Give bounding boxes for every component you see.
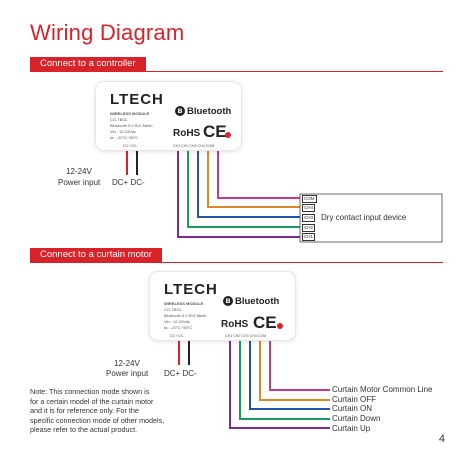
module-line2: CG-TBGL bbox=[110, 117, 128, 122]
section1-divider bbox=[30, 71, 443, 72]
section2-banner: Connect to a curtain motor bbox=[30, 248, 162, 262]
note-line: Note: This connection mode shown is bbox=[30, 387, 150, 396]
ce-mark: CE bbox=[253, 313, 277, 332]
ch1-wire-2 bbox=[229, 340, 330, 429]
curtain-on-label: Curtain ON bbox=[332, 404, 373, 413]
voltage-label-1: 12-24V bbox=[66, 167, 92, 176]
bluetooth-icon: ʙ bbox=[223, 296, 233, 306]
bluetooth-icon: ʙ bbox=[175, 106, 185, 116]
dry-contact-device-box bbox=[299, 193, 443, 243]
ch4-wire-2 bbox=[259, 340, 330, 401]
wireless-module-1: LTECH WIRELESS MODULE CG-TBGL Bluetooth … bbox=[96, 82, 241, 150]
section2-divider bbox=[30, 262, 443, 263]
voltage-label-2: 12-24V bbox=[114, 359, 140, 368]
module-line5: ta : -20°C~55°C bbox=[110, 135, 139, 140]
com-wire-1 bbox=[217, 150, 301, 199]
note-line: and it is for reference only. For the bbox=[30, 406, 139, 416]
device-label: Dry contact input device bbox=[321, 213, 407, 222]
ch4-wire-1 bbox=[207, 150, 301, 208]
module-line2: CG-TBGL bbox=[164, 307, 182, 312]
ch-pins-label: CH1 CH2 CH3 CH4 COM bbox=[173, 144, 215, 148]
status-led-icon bbox=[277, 323, 283, 329]
module-line1: WIRELESS MODULE bbox=[110, 111, 150, 116]
dc-pins-label: DC+ DC- bbox=[123, 144, 138, 148]
power-input-label-1: Power input bbox=[58, 178, 101, 187]
ch-pins-label: CH1 CH2 CH3 CH4 COM bbox=[225, 334, 267, 338]
bluetooth-label: Bluetooth bbox=[187, 106, 232, 117]
module-line5: ta : -20°C~55°C bbox=[164, 325, 193, 330]
ch3-wire-1 bbox=[197, 150, 301, 218]
note-line: specific connection mode of other models… bbox=[30, 415, 165, 425]
terminal-com: COM bbox=[302, 195, 317, 203]
terminal-ch4: CH4 bbox=[302, 204, 316, 212]
ltech-logo: LTECH bbox=[110, 91, 164, 108]
ch2-wire-1 bbox=[187, 150, 301, 228]
dc-pins-label: DC+ DC- bbox=[170, 334, 185, 338]
note-line: please refer to the actual product. bbox=[30, 425, 138, 435]
module-line3: Bluetooth 5.0 SIG Mesh bbox=[110, 123, 153, 128]
module-line4: Vin : 12-24Vdc bbox=[110, 129, 137, 134]
module-line4: Vin : 12-24Vdc bbox=[164, 319, 191, 324]
page-title: Wiring Diagram bbox=[30, 20, 185, 45]
module-line1: WIRELESS MODULE bbox=[164, 301, 204, 306]
module-line3: Bluetooth 5.0 SIG Mesh bbox=[164, 313, 207, 318]
terminal-ch1: CH1 bbox=[302, 233, 316, 241]
ch2-wire-2 bbox=[239, 340, 330, 420]
terminal-ch2: CH2 bbox=[302, 224, 316, 232]
curtain-common-label: Curtain Motor Common Line bbox=[332, 385, 433, 394]
power-input-label-2: Power input bbox=[106, 369, 149, 378]
bluetooth-label: Bluetooth bbox=[235, 296, 280, 307]
page-number: 4 bbox=[438, 433, 445, 445]
wireless-module-2: LTECH WIRELESS MODULE CG-TBGL Bluetooth … bbox=[150, 272, 295, 340]
terminal-ch3: CH3 bbox=[302, 214, 316, 222]
curtain-up-label: Curtain Up bbox=[332, 424, 371, 433]
section1-banner: Connect to a controller bbox=[30, 57, 146, 71]
com-wire-2 bbox=[269, 340, 330, 391]
ch3-wire-2 bbox=[249, 340, 330, 410]
dc-label-1: DC+ DC- bbox=[112, 178, 145, 187]
dc-label-2: DC+ DC- bbox=[164, 369, 197, 378]
curtain-down-label: Curtain Down bbox=[332, 414, 381, 423]
rohs-mark: RoHS bbox=[173, 128, 201, 139]
ch1-wire-1 bbox=[177, 150, 301, 238]
curtain-off-label: Curtain OFF bbox=[332, 395, 377, 404]
ce-mark: CE bbox=[203, 122, 227, 141]
note-text: Note: This connection mode shown is for … bbox=[30, 387, 164, 435]
ltech-logo: LTECH bbox=[164, 281, 218, 298]
status-led-icon bbox=[225, 132, 231, 138]
rohs-mark: RoHS bbox=[221, 319, 249, 330]
note-line: for a certain model of the curtain motor bbox=[30, 396, 154, 406]
